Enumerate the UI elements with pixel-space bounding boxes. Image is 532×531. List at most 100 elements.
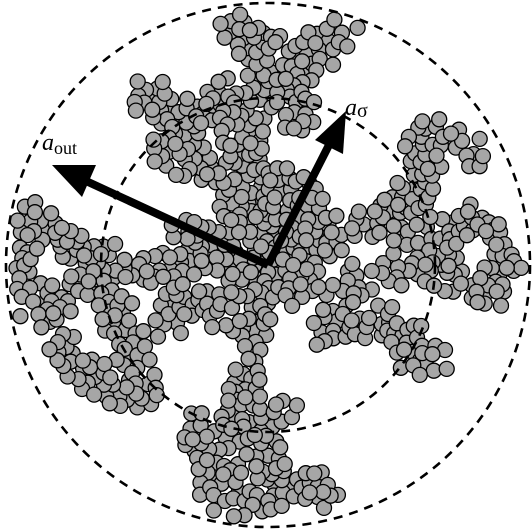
- particle: [325, 278, 340, 293]
- particle: [252, 372, 267, 387]
- particle: [412, 367, 427, 382]
- particle: [13, 309, 28, 324]
- particle: [180, 91, 195, 106]
- particle: [242, 23, 257, 38]
- particle: [372, 225, 387, 240]
- particle: [494, 298, 509, 313]
- particle: [87, 387, 102, 402]
- particle: [217, 30, 232, 45]
- particle: [130, 74, 145, 89]
- particle: [263, 173, 278, 188]
- particle: [108, 237, 123, 252]
- particle: [169, 167, 184, 182]
- particle: [233, 7, 248, 22]
- particle: [249, 459, 264, 474]
- particle: [277, 457, 292, 472]
- particle: [81, 274, 96, 289]
- particle: [228, 362, 243, 377]
- particle: [128, 103, 143, 118]
- particle: [470, 295, 485, 310]
- particle: [514, 260, 529, 275]
- particle: [64, 269, 79, 284]
- particle: [351, 204, 366, 219]
- particle: [77, 248, 92, 263]
- particle: [286, 258, 301, 273]
- particle: [118, 270, 133, 285]
- particle: [397, 342, 412, 357]
- particle: [232, 46, 247, 61]
- particle: [391, 197, 406, 212]
- particle: [269, 397, 284, 412]
- particle: [444, 126, 459, 141]
- particle: [489, 237, 504, 252]
- particle: [156, 269, 171, 284]
- particle: [472, 131, 487, 146]
- particle: [226, 509, 241, 524]
- particle: [248, 210, 263, 225]
- particle: [345, 256, 360, 271]
- particle: [289, 398, 304, 413]
- particle: [309, 337, 324, 352]
- particle: [147, 154, 162, 169]
- particle: [439, 361, 454, 376]
- particle: [475, 149, 490, 164]
- particle: [219, 318, 234, 333]
- particle: [103, 370, 118, 385]
- particle: [91, 298, 106, 313]
- particle: [280, 161, 295, 176]
- particle: [75, 353, 90, 368]
- particle: [44, 206, 59, 221]
- particle: [390, 176, 405, 191]
- particle: [364, 264, 379, 279]
- particle: [42, 342, 57, 357]
- particle: [299, 233, 314, 248]
- particle: [324, 225, 339, 240]
- particle: [151, 329, 166, 344]
- particle: [221, 393, 236, 408]
- particle: [295, 54, 310, 69]
- particle: [268, 35, 283, 50]
- particle: [429, 148, 444, 163]
- particle: [46, 306, 61, 321]
- particle: [420, 161, 435, 176]
- particle: [315, 191, 330, 206]
- particle: [441, 258, 456, 273]
- particle: [252, 389, 267, 404]
- particle: [243, 265, 258, 280]
- particle: [286, 121, 301, 136]
- particle: [177, 307, 192, 322]
- particle: [499, 260, 514, 275]
- particle: [344, 313, 359, 328]
- particle: [473, 271, 488, 286]
- particle: [213, 16, 228, 31]
- particle: [63, 304, 78, 319]
- particle: [308, 36, 323, 51]
- particle: [327, 12, 342, 27]
- particle: [425, 347, 440, 362]
- particle: [211, 74, 226, 89]
- particle: [386, 219, 401, 234]
- particle: [386, 233, 401, 248]
- particle: [311, 280, 326, 295]
- particle: [155, 75, 170, 90]
- particle: [409, 217, 424, 232]
- particle: [398, 139, 413, 154]
- particle: [350, 20, 365, 35]
- particle: [273, 440, 288, 455]
- particle: [102, 396, 117, 411]
- particle: [334, 243, 349, 258]
- particle: [173, 326, 188, 341]
- particle: [194, 406, 209, 421]
- particle: [10, 213, 25, 228]
- particle: [432, 112, 447, 127]
- particle: [27, 205, 42, 220]
- particle: [200, 167, 215, 182]
- particle: [278, 71, 293, 86]
- particle: [307, 466, 322, 481]
- particle: [263, 312, 278, 327]
- particle: [97, 357, 112, 372]
- particle: [30, 241, 45, 256]
- particle: [139, 264, 154, 279]
- particle: [175, 277, 190, 292]
